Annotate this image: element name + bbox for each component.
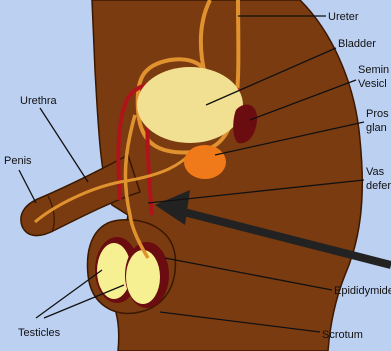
label-vas-deferens-2: defere [366,180,391,192]
leader-penis [19,170,36,203]
label-vas-deferens-1: Vas [366,166,385,178]
label-prostate-2: glan [366,122,387,134]
bladder-organ [137,67,243,143]
label-penis: Penis [4,155,32,167]
label-seminal-vesicle-1: Semin [358,64,389,76]
label-prostate-1: Pros [366,108,389,120]
leader-testicle-left [36,270,102,318]
leader-urethra [40,108,88,182]
label-seminal-vesicle-2: Vesicl [358,78,387,90]
label-ureter: Ureter [328,11,359,23]
prostate-organ [184,145,226,179]
label-testicles: Testicles [18,327,61,339]
testis-right [126,250,160,304]
label-urethra: Urethra [20,95,58,107]
label-bladder: Bladder [338,38,376,50]
label-scrotum: Scrotum [322,329,363,341]
label-epididymis: Epididymide [334,285,391,297]
